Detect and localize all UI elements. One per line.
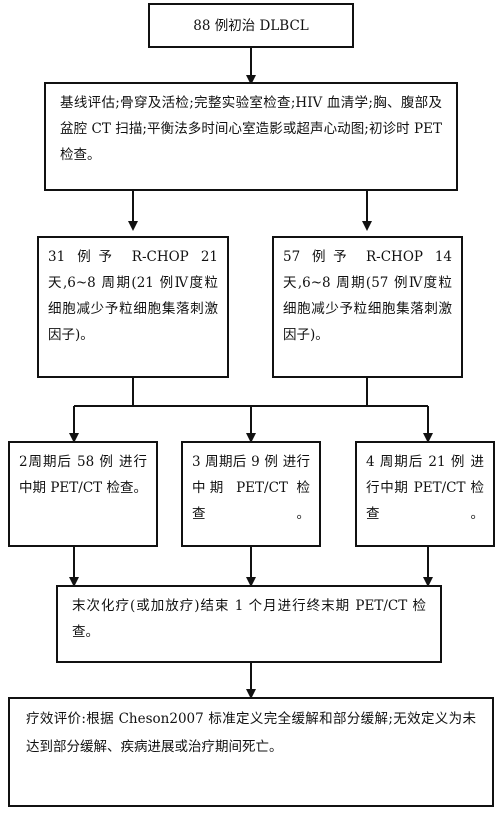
node-arm-21: 31 例予 R-CHOP 21 天,6~8 周期(21 例Ⅳ度粒细胞减少予粒细胞…	[37, 236, 229, 378]
node-arm-14: 57 例予 R-CHOP 14 天,6~8 周期(57 例Ⅳ度粒细胞减少予粒细胞…	[272, 236, 463, 378]
node-final-pet: 末次化疗(或加放疗)结束 1 个月进行终末期 PET/CT 检查。	[56, 585, 442, 663]
node-interim-4: 4 周期后 21 例 进行中期 PET/CT 检查。	[355, 441, 495, 547]
node-interim-3: 3 周期后 9 例 进行中期 PET/CT 检查。	[181, 441, 321, 547]
node-start: 88 例初治 DLBCL	[148, 3, 354, 48]
node-interim-2: 2周期后 58 例 进行中期 PET/CT 检查。	[8, 441, 158, 547]
node-response-evaluation: 疗效评价:根据 Cheson2007 标准定义完全缓解和部分缓解;无效定义为未达…	[8, 697, 494, 807]
node-baseline: 基线评估;骨穿及活检;完整实验室检查;HIV 血清学;胸、腹部及盆腔 CT 扫描…	[44, 82, 458, 191]
